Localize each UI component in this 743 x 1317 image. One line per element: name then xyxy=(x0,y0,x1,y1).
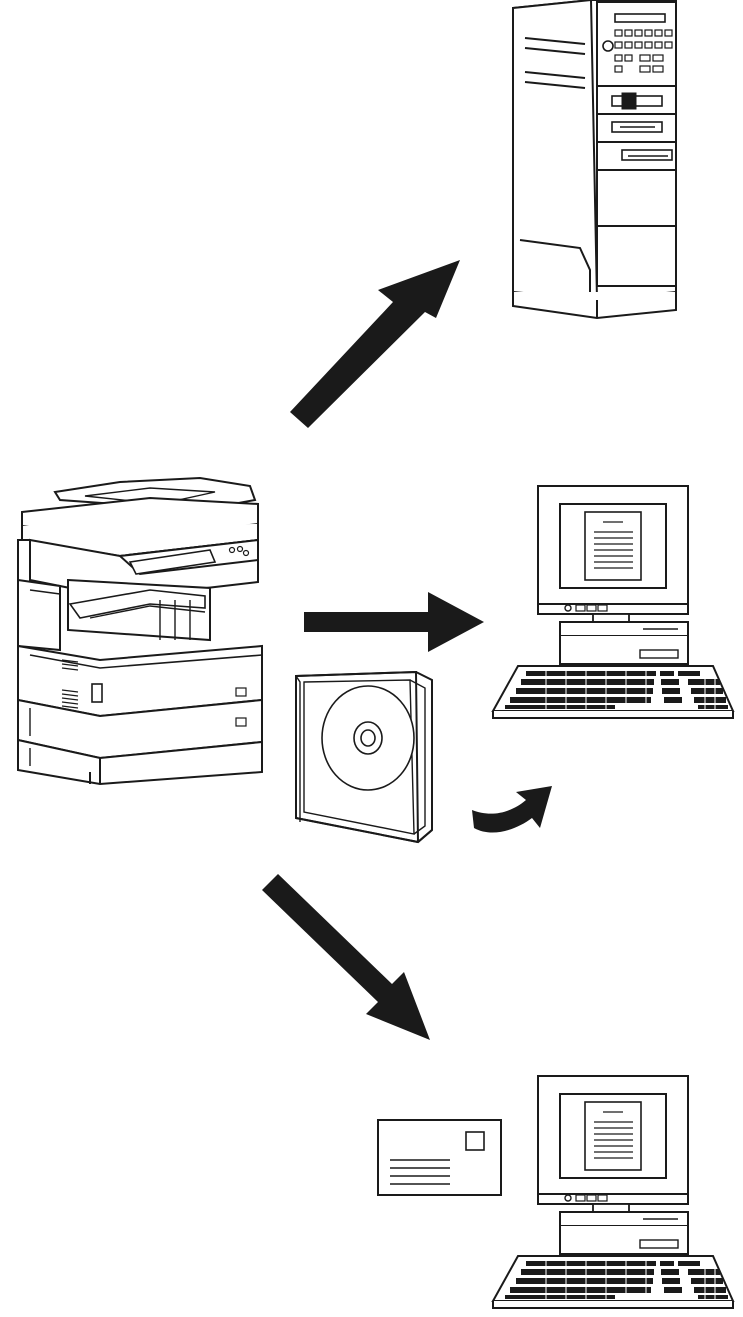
desktop-computer-icon xyxy=(492,1075,734,1309)
curved-install-arrow xyxy=(472,786,552,833)
multifunction-printer-icon xyxy=(17,476,263,786)
arrow-to-email-computer xyxy=(262,874,430,1040)
arrow-to-computer xyxy=(304,592,484,652)
arrow-to-server xyxy=(290,260,460,428)
email-envelope-icon xyxy=(377,1119,502,1196)
cd-case-icon xyxy=(295,670,433,844)
tower-server-icon xyxy=(512,0,677,320)
desktop-computer-icon xyxy=(492,485,734,719)
